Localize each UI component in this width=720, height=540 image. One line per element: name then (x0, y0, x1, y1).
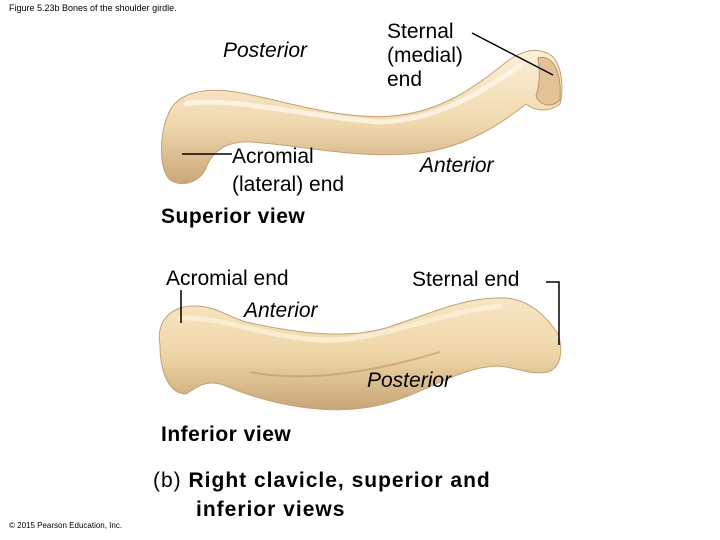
clavicle-superior-view (161, 49, 563, 184)
clavicle-inferior-highlight (177, 303, 503, 343)
clavicle-inferior-view (158, 297, 562, 411)
label-acromial-line2: (lateral) end (232, 173, 345, 196)
label-acromial-end-inferior: Acromial end (166, 267, 289, 290)
label-sternal-medial-end: Sternal (medial) end (387, 20, 463, 92)
label-sternal-end-inferior: Sternal end (412, 268, 520, 291)
clavicle-superior-highlight (183, 63, 523, 125)
leader-sternal-superior (471, 32, 554, 76)
label-posterior-superior: Posterior (223, 39, 308, 62)
label-acromial-line1: Acromial (232, 145, 314, 168)
label-sternal-line3: end (387, 68, 423, 91)
label-inferior-view: Inferior view (161, 423, 292, 446)
label-anterior-superior: Anterior (420, 154, 494, 177)
label-sternal-line2: (medial) (387, 44, 463, 67)
label-posterior-inferior: Posterior (367, 369, 452, 392)
caption-text-line1: Right clavicle, superior and (188, 469, 491, 492)
label-superior-view: Superior view (161, 205, 306, 228)
leader-sternal-inferior (546, 281, 560, 345)
copyright-notice: © 2015 Pearson Education, Inc. (9, 521, 123, 530)
figure-title: Figure 5.23b Bones of the shoulder girdl… (9, 3, 177, 13)
caption-part-label: (b) (153, 469, 182, 492)
label-sternal-line1: Sternal (387, 20, 454, 43)
clavicle-inferior-groove (249, 351, 441, 378)
caption-text-line2: inferior views (196, 498, 346, 521)
figure-caption-line1: (b) Right clavicle, superior and (153, 466, 491, 495)
label-acromial-lateral-end: Acromial (lateral) end (232, 143, 344, 199)
label-anterior-inferior: Anterior (244, 299, 318, 322)
